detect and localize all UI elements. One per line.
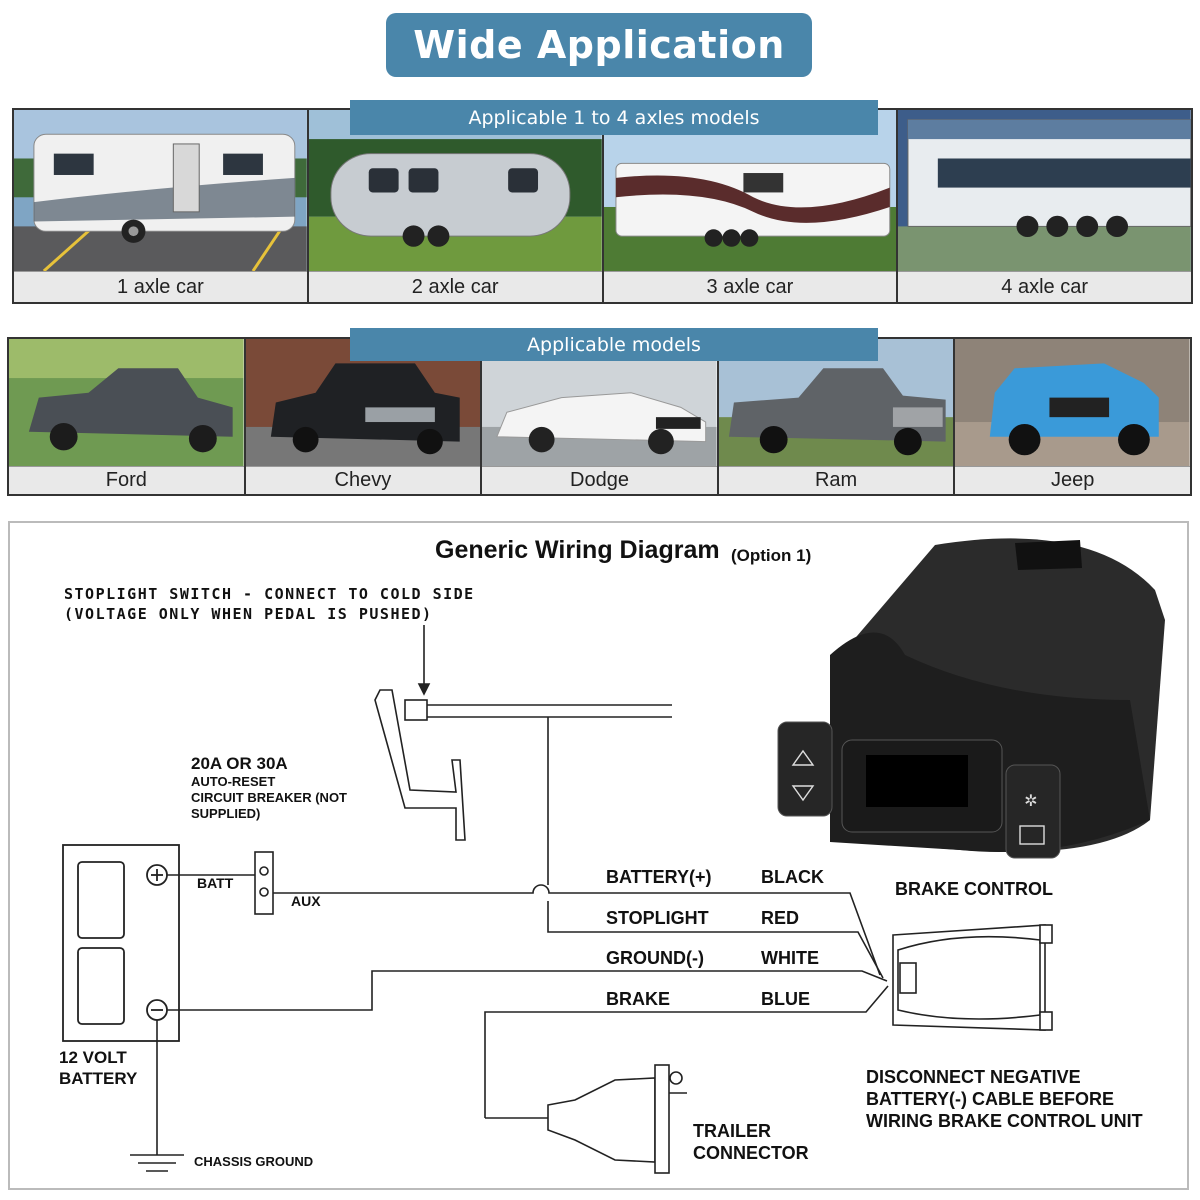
wire-name-ground: GROUND(-) — [606, 948, 704, 968]
model-label-ford: Ford — [9, 466, 244, 494]
diagram-title-option: (Option 1) — [731, 546, 811, 565]
stoplight-note-line1: STOPLIGHT SWITCH - CONNECT TO COLD SIDE — [64, 585, 475, 603]
brake-control-unit-photo: ✲ — [777, 538, 1165, 859]
breaker-line3: CIRCUIT BREAKER (NOT — [191, 790, 347, 805]
wire-labels: BATTERY(+) BLACK STOPLIGHT RED GROUND(-)… — [606, 867, 824, 1009]
wire-color-white: WHITE — [761, 948, 819, 968]
wire-color-blue: BLUE — [761, 989, 810, 1009]
warning-note-line3: WIRING BRAKE CONTROL UNIT — [866, 1111, 1143, 1131]
wire-color-black: BLACK — [761, 867, 824, 887]
breaker-line1: 20A OR 30A — [191, 754, 288, 773]
model-label-jeep: Jeep — [955, 466, 1190, 494]
model-label-dodge: Dodge — [482, 466, 717, 494]
svg-text:✲: ✲ — [1024, 791, 1037, 810]
single-axle-travel-trailer-photo — [14, 110, 307, 271]
wire-name-brake: BRAKE — [606, 989, 670, 1009]
airstream-trailer-photo — [308, 110, 602, 271]
trailer-connector-line2: CONNECTOR — [693, 1143, 809, 1163]
breaker-line2: AUTO-RESET — [191, 774, 275, 789]
warning-note-line1: DISCONNECT NEGATIVE — [866, 1067, 1081, 1087]
axle-label-4: 4 axle car — [898, 271, 1191, 302]
model-card-jeep: Jeep — [955, 339, 1190, 494]
trailer-connector-icon — [547, 1064, 687, 1174]
jeep-photo — [955, 339, 1190, 466]
diagram-title: Generic Wiring Diagram — [435, 536, 720, 564]
stoplight-note-line2: (VOLTAGE ONLY WHEN PEDAL IS PUSHED) — [64, 605, 433, 623]
axle-label-1: 1 axle car — [14, 271, 307, 302]
fifth-wheel-trailer-photo — [603, 110, 897, 271]
axle-card-4: 4 axle car — [898, 110, 1191, 302]
battery-label-line2: BATTERY — [59, 1069, 138, 1088]
chassis-ground-label: CHASSIS GROUND — [194, 1154, 313, 1169]
models-ribbon: Applicable models — [350, 328, 878, 361]
axles-gallery: 1 axle car 2 axle car — [12, 108, 1193, 304]
aux-label: AUX — [291, 893, 321, 909]
brake-control-connector-icon — [892, 924, 1053, 1031]
axle-card-2: 2 axle car — [308, 110, 604, 302]
battery-label-line1: 12 VOLT — [59, 1048, 127, 1067]
four-axle-trailer-photo — [898, 110, 1191, 271]
model-label-chevy: Chevy — [245, 466, 481, 494]
ford-truck-photo — [9, 339, 244, 466]
circuit-breaker-icon — [254, 851, 274, 915]
axles-ribbon: Applicable 1 to 4 axles models — [350, 100, 878, 135]
batt-label: BATT — [197, 875, 234, 891]
trailer-connector-line1: TRAILER — [693, 1121, 771, 1141]
brake-control-label: BRAKE CONTROL — [895, 879, 1053, 899]
battery-icon — [62, 844, 180, 1042]
wire-name-battery: BATTERY(+) — [606, 867, 712, 887]
warning-note-line2: BATTERY(-) CABLE BEFORE — [866, 1089, 1114, 1109]
wiring-lines — [167, 717, 889, 1119]
axle-label-3: 3 axle car — [603, 271, 897, 302]
model-label-ram: Ram — [718, 466, 954, 494]
model-card-ford: Ford — [9, 339, 246, 494]
axle-card-3: 3 axle car — [603, 110, 899, 302]
axle-label-2: 2 axle car — [308, 271, 602, 302]
chassis-ground-icon — [130, 1020, 184, 1172]
page-title: Wide Application — [386, 13, 812, 77]
axle-card-1: 1 axle car — [14, 110, 309, 302]
wire-name-stoplight: STOPLIGHT — [606, 908, 709, 928]
brake-pedal-icon — [374, 625, 672, 841]
breaker-line4: SUPPLIED) — [191, 806, 260, 821]
wire-color-red: RED — [761, 908, 799, 928]
